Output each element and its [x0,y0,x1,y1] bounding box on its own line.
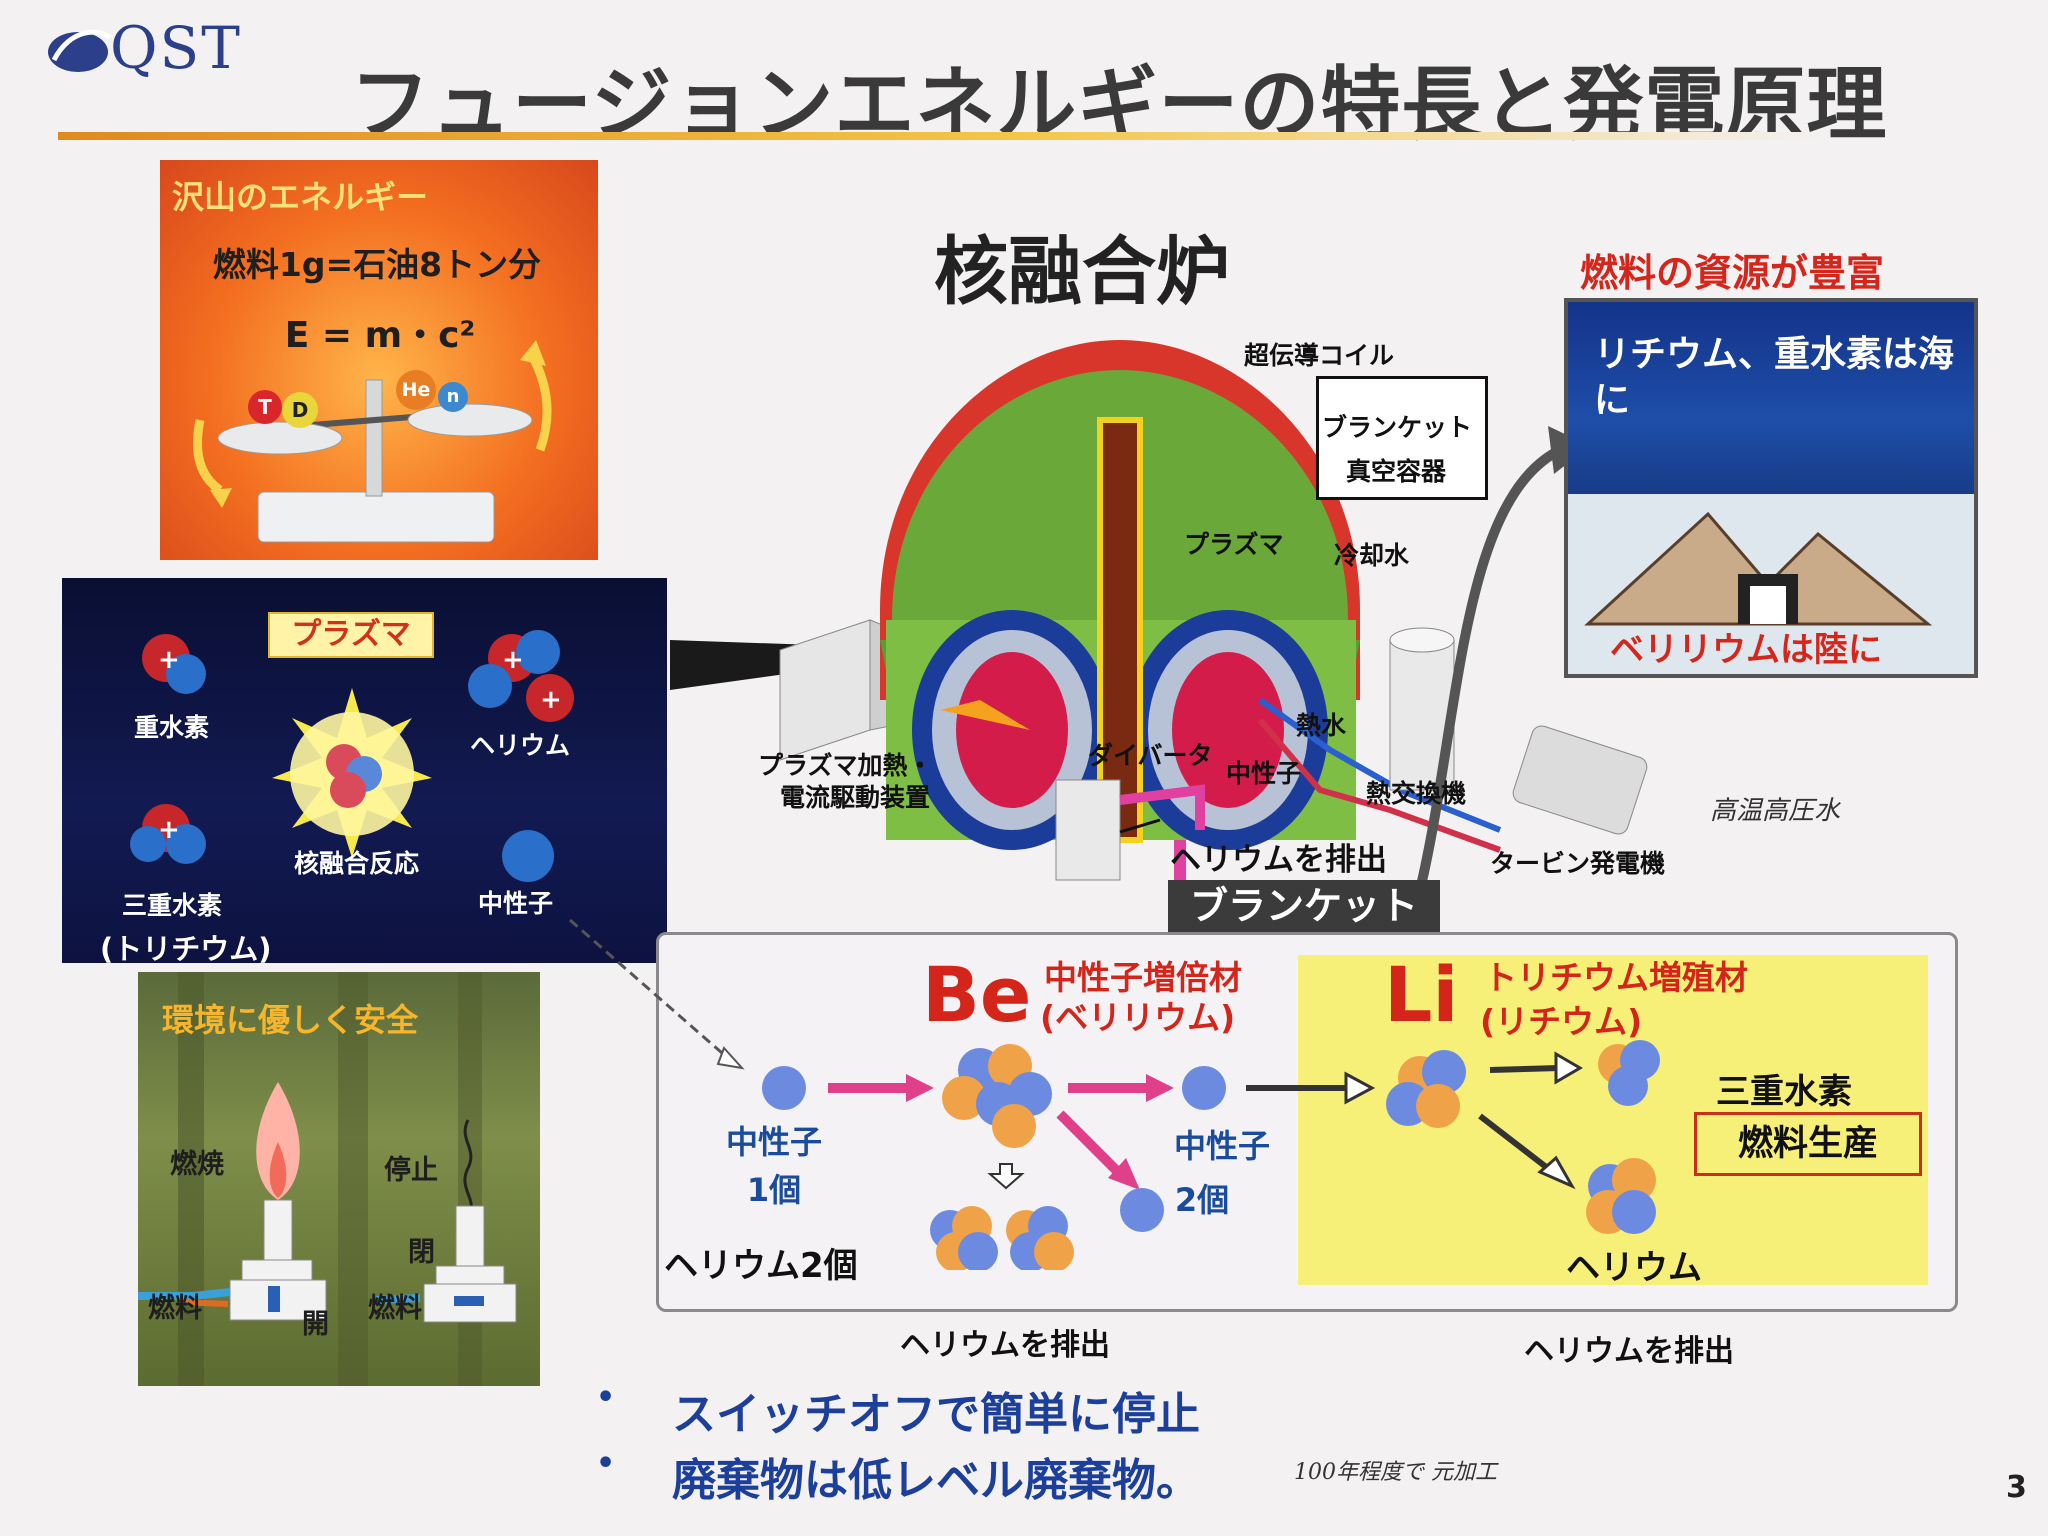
plasma-label: プラズマ [1184,530,1284,560]
svg-text:+: + [540,685,562,715]
li-label-2: (リチウム) [1480,1002,1643,1041]
blanket-bar: ブランケット [1168,880,1440,932]
helium-ball: He [396,370,436,410]
exhaust-2-label: ヘリウムを排出 [1524,1334,1734,1369]
handwritten-note-2: 100年程度で 元加工 [1294,1460,1497,1485]
deuterium-ball: D [282,392,318,428]
tritium-label-2: 三重水素 [1716,1072,1852,1112]
burner-illustration [138,972,517,1386]
title-rule [58,132,1828,140]
qst-logo [48,29,112,72]
svg-text:+: + [502,645,524,675]
neutron-label: 中性子 [478,889,554,918]
bullet-1: スイッチオフで簡単に停止 [672,1389,1200,1440]
plasma-tag: プラズマ [268,612,434,658]
li-label-1: トリチウム増殖材 [1484,958,1748,997]
fuel-right-label: 燃料 [368,1293,422,1324]
helium-label: ヘリウム [470,731,571,760]
svg-text:+: + [158,815,180,845]
reactor-exhaust-label: ヘリウムを排出 [1170,842,1387,878]
neutron-1-label: 中性子 [725,1123,822,1161]
environment-heading: 環境に優しく安全 [162,1001,419,1039]
energy-line1: 燃料1g=石油8トン分 [212,245,542,284]
land-text: ベリリウムは陸に [1610,630,1882,670]
sea-panel [1564,298,1978,498]
blanket-label: ブランケット [1322,413,1473,442]
energy-heading: 沢山のエネルギー [172,178,429,216]
heating-label-2: 電流駆動装置 [780,783,931,812]
blanket-callout-box [1316,376,1488,500]
li-symbol: Li [1384,950,1459,1039]
breeding-diagram [569,918,1660,1270]
logo-text: QST [110,14,242,82]
plasma-atoms-illustration: + + + + [130,630,574,882]
sea-text: リチウム、重水素は海に [1594,334,1955,421]
bullet-2: 廃棄物は低レベル廃棄物。 [672,1455,1200,1506]
resources-heading: 燃料の資源が豊富 [1580,251,1885,295]
balance-scale-illustration [193,340,552,543]
tritium-sub-label: (トリチウム) [100,932,272,966]
fuel-left-label: 燃料 [148,1293,202,1324]
helium-label-2: ヘリウム [1566,1248,1702,1288]
open-label: 開 [302,1309,329,1340]
neutron-1-count: 1個 [746,1171,802,1209]
neutron-2-label: 中性子 [1173,1127,1270,1165]
be-label-1: 中性子増倍材 [1044,958,1242,997]
neutron-2-count: 2個 [1174,1181,1230,1219]
reactor-diagram [670,340,1648,890]
svg-text:+: + [158,645,180,675]
page-number: 3 [2006,1470,2027,1505]
deuterium-label: 重水素 [134,713,210,742]
exchanger-label: 熱交換機 [1366,779,1467,808]
coolant-label: 冷却水 [1334,541,1410,570]
reactor-neutron-label: 中性子 [1226,759,1302,788]
burn-label: 燃焼 [170,1149,224,1180]
bullet-dot-2: • [596,1446,616,1481]
fuel-production-box: 燃料生産 [1694,1112,1922,1176]
hotwater-label: 熱水 [1296,711,1347,740]
tritium-label: 三重水素 [122,891,223,920]
helium-2-label: ヘリウム2個 [664,1246,858,1286]
be-symbol: Be [922,950,1032,1039]
vessel-label: 真空容器 [1346,457,1447,486]
close-label: 閉 [408,1237,435,1268]
tritium-ball: T [248,390,282,424]
divertor-label: ダイバータ [1088,741,1213,770]
mountain-illustration [1584,511,1933,626]
energy-equation: E = m・c² [284,315,476,356]
exhaust-1-label: ヘリウムを排出 [900,1328,1110,1363]
handwritten-note: 高温高圧水 [1710,796,1841,826]
stop-label: 停止 [384,1155,438,1186]
heating-label: プラズマ加熱・ [758,751,933,780]
fusion-label: 核融合反応 [294,849,420,878]
turbine-label: タービン発電機 [1490,849,1666,878]
bullet-dot-1: • [596,1380,616,1415]
coil-label: 超伝導コイル [1244,341,1395,370]
be-label-2: (ベリリウム) [1040,998,1236,1037]
reactor-title: 核融合炉 [934,229,1230,315]
neutron-ball: n [438,382,468,412]
